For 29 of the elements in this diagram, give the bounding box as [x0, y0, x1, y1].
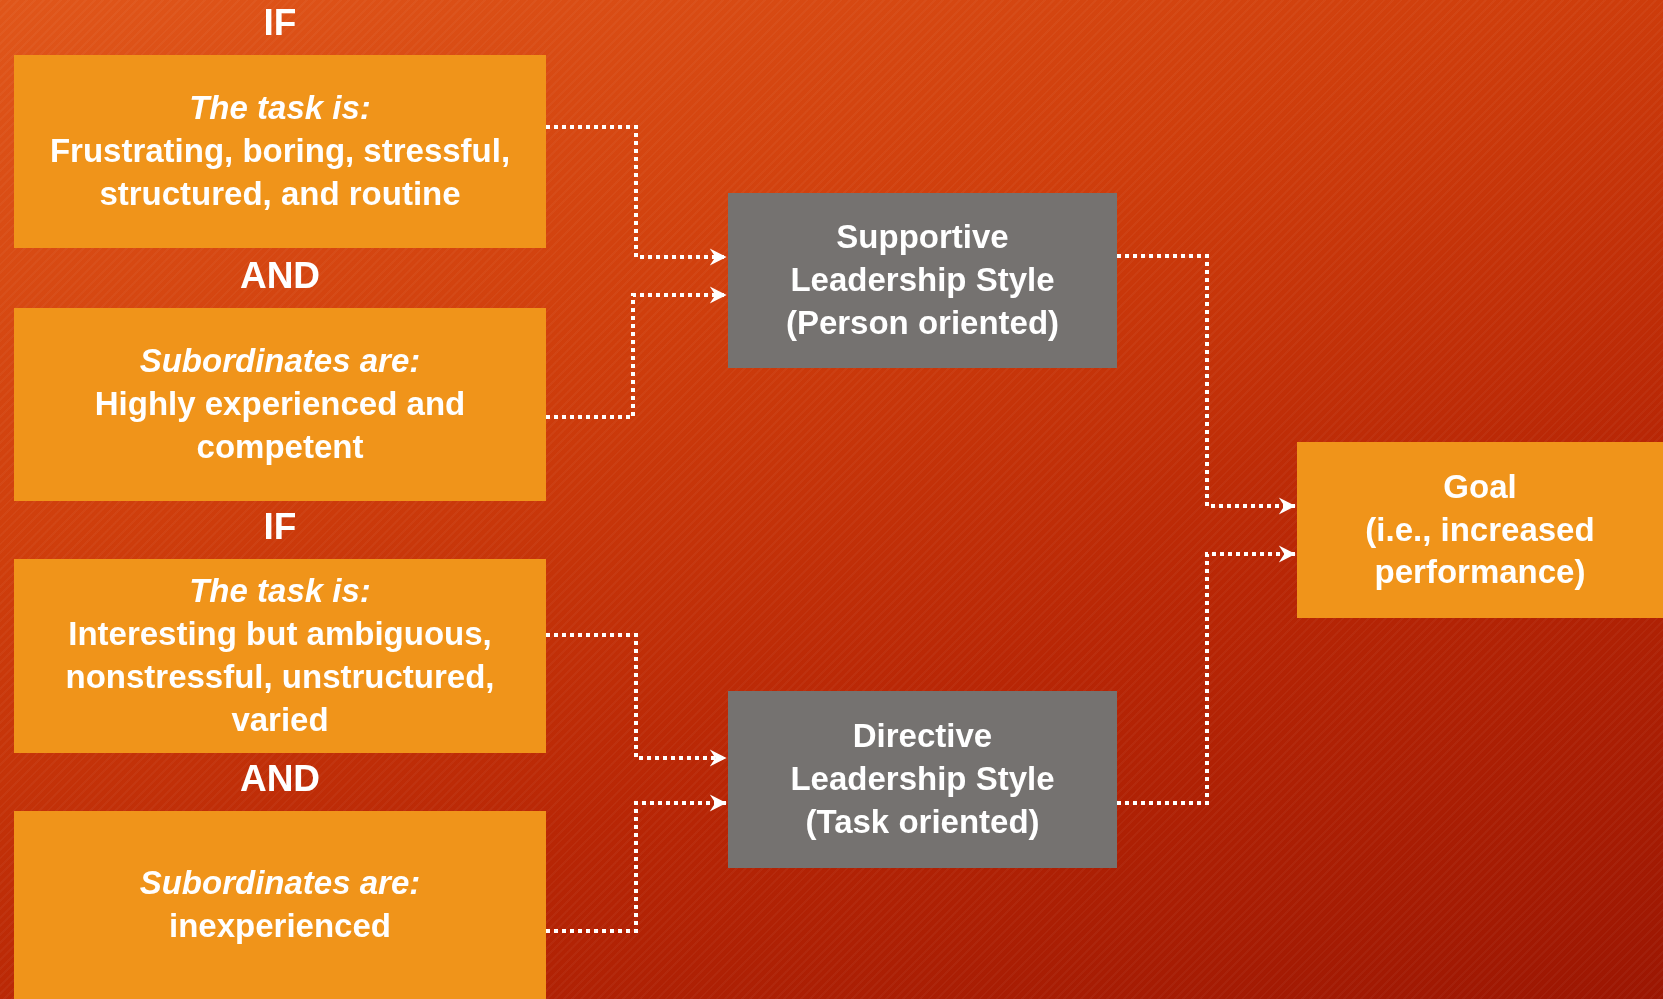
condition-box [14, 308, 546, 501]
leadership-style-box [728, 691, 1117, 868]
box-text: Supportive Leadership Style (Person oriented) [784, 217, 1061, 343]
box-heading: Subordinates are: [139, 863, 421, 904]
connector-word: IF [263, 2, 297, 44]
box-heading: Subordinates are: [139, 341, 421, 382]
condition-box [14, 811, 546, 999]
condition-box [14, 55, 546, 248]
box-text: inexperienced [169, 906, 391, 946]
leadership-style-box [728, 193, 1117, 368]
box-heading: Goal [1443, 466, 1517, 507]
box-text: Interesting but ambiguous, nonstressful, unstructured, varied [64, 614, 496, 740]
box-heading: The task is: [189, 88, 371, 129]
dotted-arrow [1117, 254, 1296, 515]
dotted-arrow [546, 125, 727, 266]
goal-box [1297, 442, 1663, 618]
box-text: Frustrating, boring, stressful, structured, and routine [48, 131, 512, 214]
box-text: Directive Leadership Style (Task oriented) [789, 716, 1056, 842]
connector-word: IF [263, 506, 297, 548]
dotted-arrow [546, 633, 727, 767]
connector-word: AND [239, 758, 321, 800]
dotted-arrow [1117, 545, 1296, 805]
dotted-arrow [546, 794, 727, 933]
box-text: (i.e., increased performance) [1364, 509, 1596, 593]
box-text: Highly experienced and competent [93, 384, 467, 467]
box-heading: The task is: [189, 571, 371, 612]
condition-box [14, 559, 546, 753]
connector-word: AND [239, 255, 321, 297]
dotted-arrow [546, 286, 727, 419]
